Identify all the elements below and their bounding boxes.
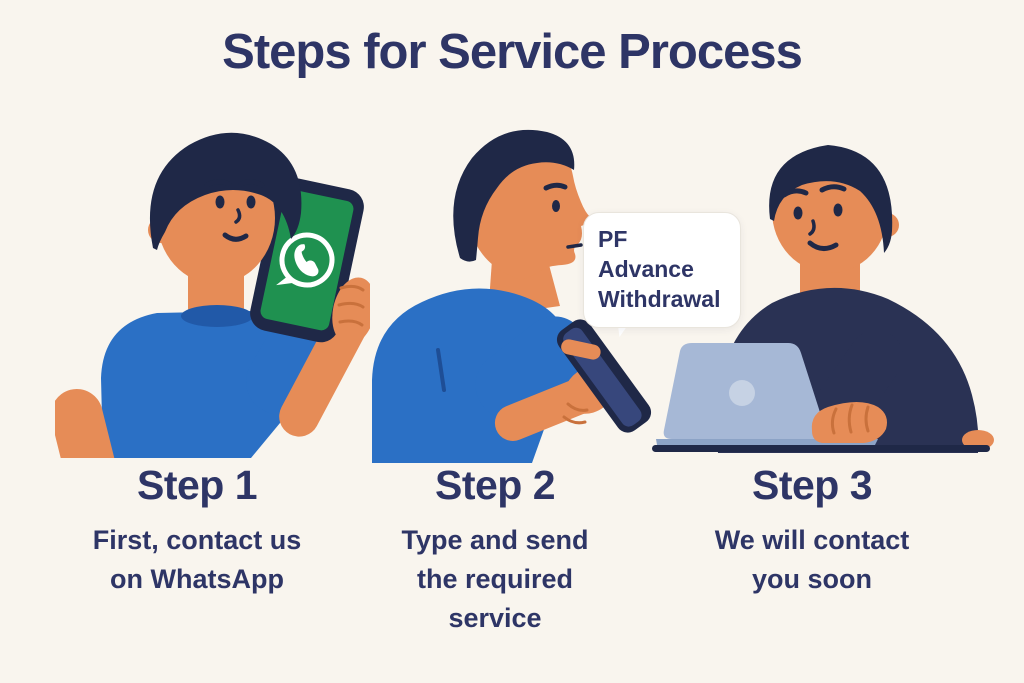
man-3-figure	[652, 145, 994, 453]
laptop-logo	[729, 380, 755, 406]
man-typing-phone-illustration	[372, 129, 652, 463]
speech-bubble: PF Advance Withdrawal	[583, 212, 741, 328]
step-1-label: Step 1	[136, 462, 258, 508]
smile	[807, 240, 839, 251]
hand-holding-phone	[332, 277, 370, 345]
speech-bubble-text: PF Advance Withdrawal	[598, 226, 721, 312]
eyebrow	[204, 179, 232, 188]
hair	[769, 145, 893, 253]
man-2-figure	[372, 129, 652, 463]
man-1-figure	[55, 132, 370, 458]
step-3-description: We will contact you soon	[714, 525, 910, 595]
step-3-label: Step 3	[751, 462, 873, 508]
collar-shadow	[181, 305, 253, 327]
desk-line	[652, 445, 990, 452]
hand-on-laptop	[811, 402, 887, 443]
step-2-description: Type and send the required service	[401, 525, 589, 634]
man-at-laptop-illustration	[652, 145, 994, 453]
step-1: Step 1 First, contact us on WhatsApp	[57, 462, 337, 599]
nose	[808, 219, 816, 236]
eyebrow	[238, 179, 265, 188]
step-1-description: First, contact us on WhatsApp	[92, 525, 302, 595]
index-finger	[561, 339, 601, 360]
page-title: Steps for Service Process	[222, 25, 803, 79]
shirt-fold	[436, 348, 446, 392]
eyebrow	[819, 184, 847, 193]
man-holding-phone-illustration	[55, 132, 370, 458]
eye	[793, 206, 803, 220]
left-forearm	[55, 389, 120, 458]
whatsapp-icon	[276, 232, 335, 288]
eye	[246, 195, 256, 209]
mouth	[566, 243, 583, 249]
eyebrow	[781, 188, 809, 198]
hair	[149, 132, 302, 250]
tshirt-torso	[101, 311, 309, 458]
eye	[552, 200, 560, 212]
step-2-label: Step 2	[434, 462, 556, 508]
smile	[222, 232, 249, 242]
nose	[234, 208, 242, 224]
step-3: Step 3 We will contact you soon	[675, 462, 949, 599]
phone-screen	[260, 189, 354, 331]
finger-lines	[562, 402, 589, 425]
eyebrow	[543, 182, 568, 191]
hair	[453, 129, 575, 262]
eye	[215, 195, 225, 209]
eye	[833, 203, 843, 217]
step-2: Step 2 Type and send the required servic…	[358, 462, 632, 638]
